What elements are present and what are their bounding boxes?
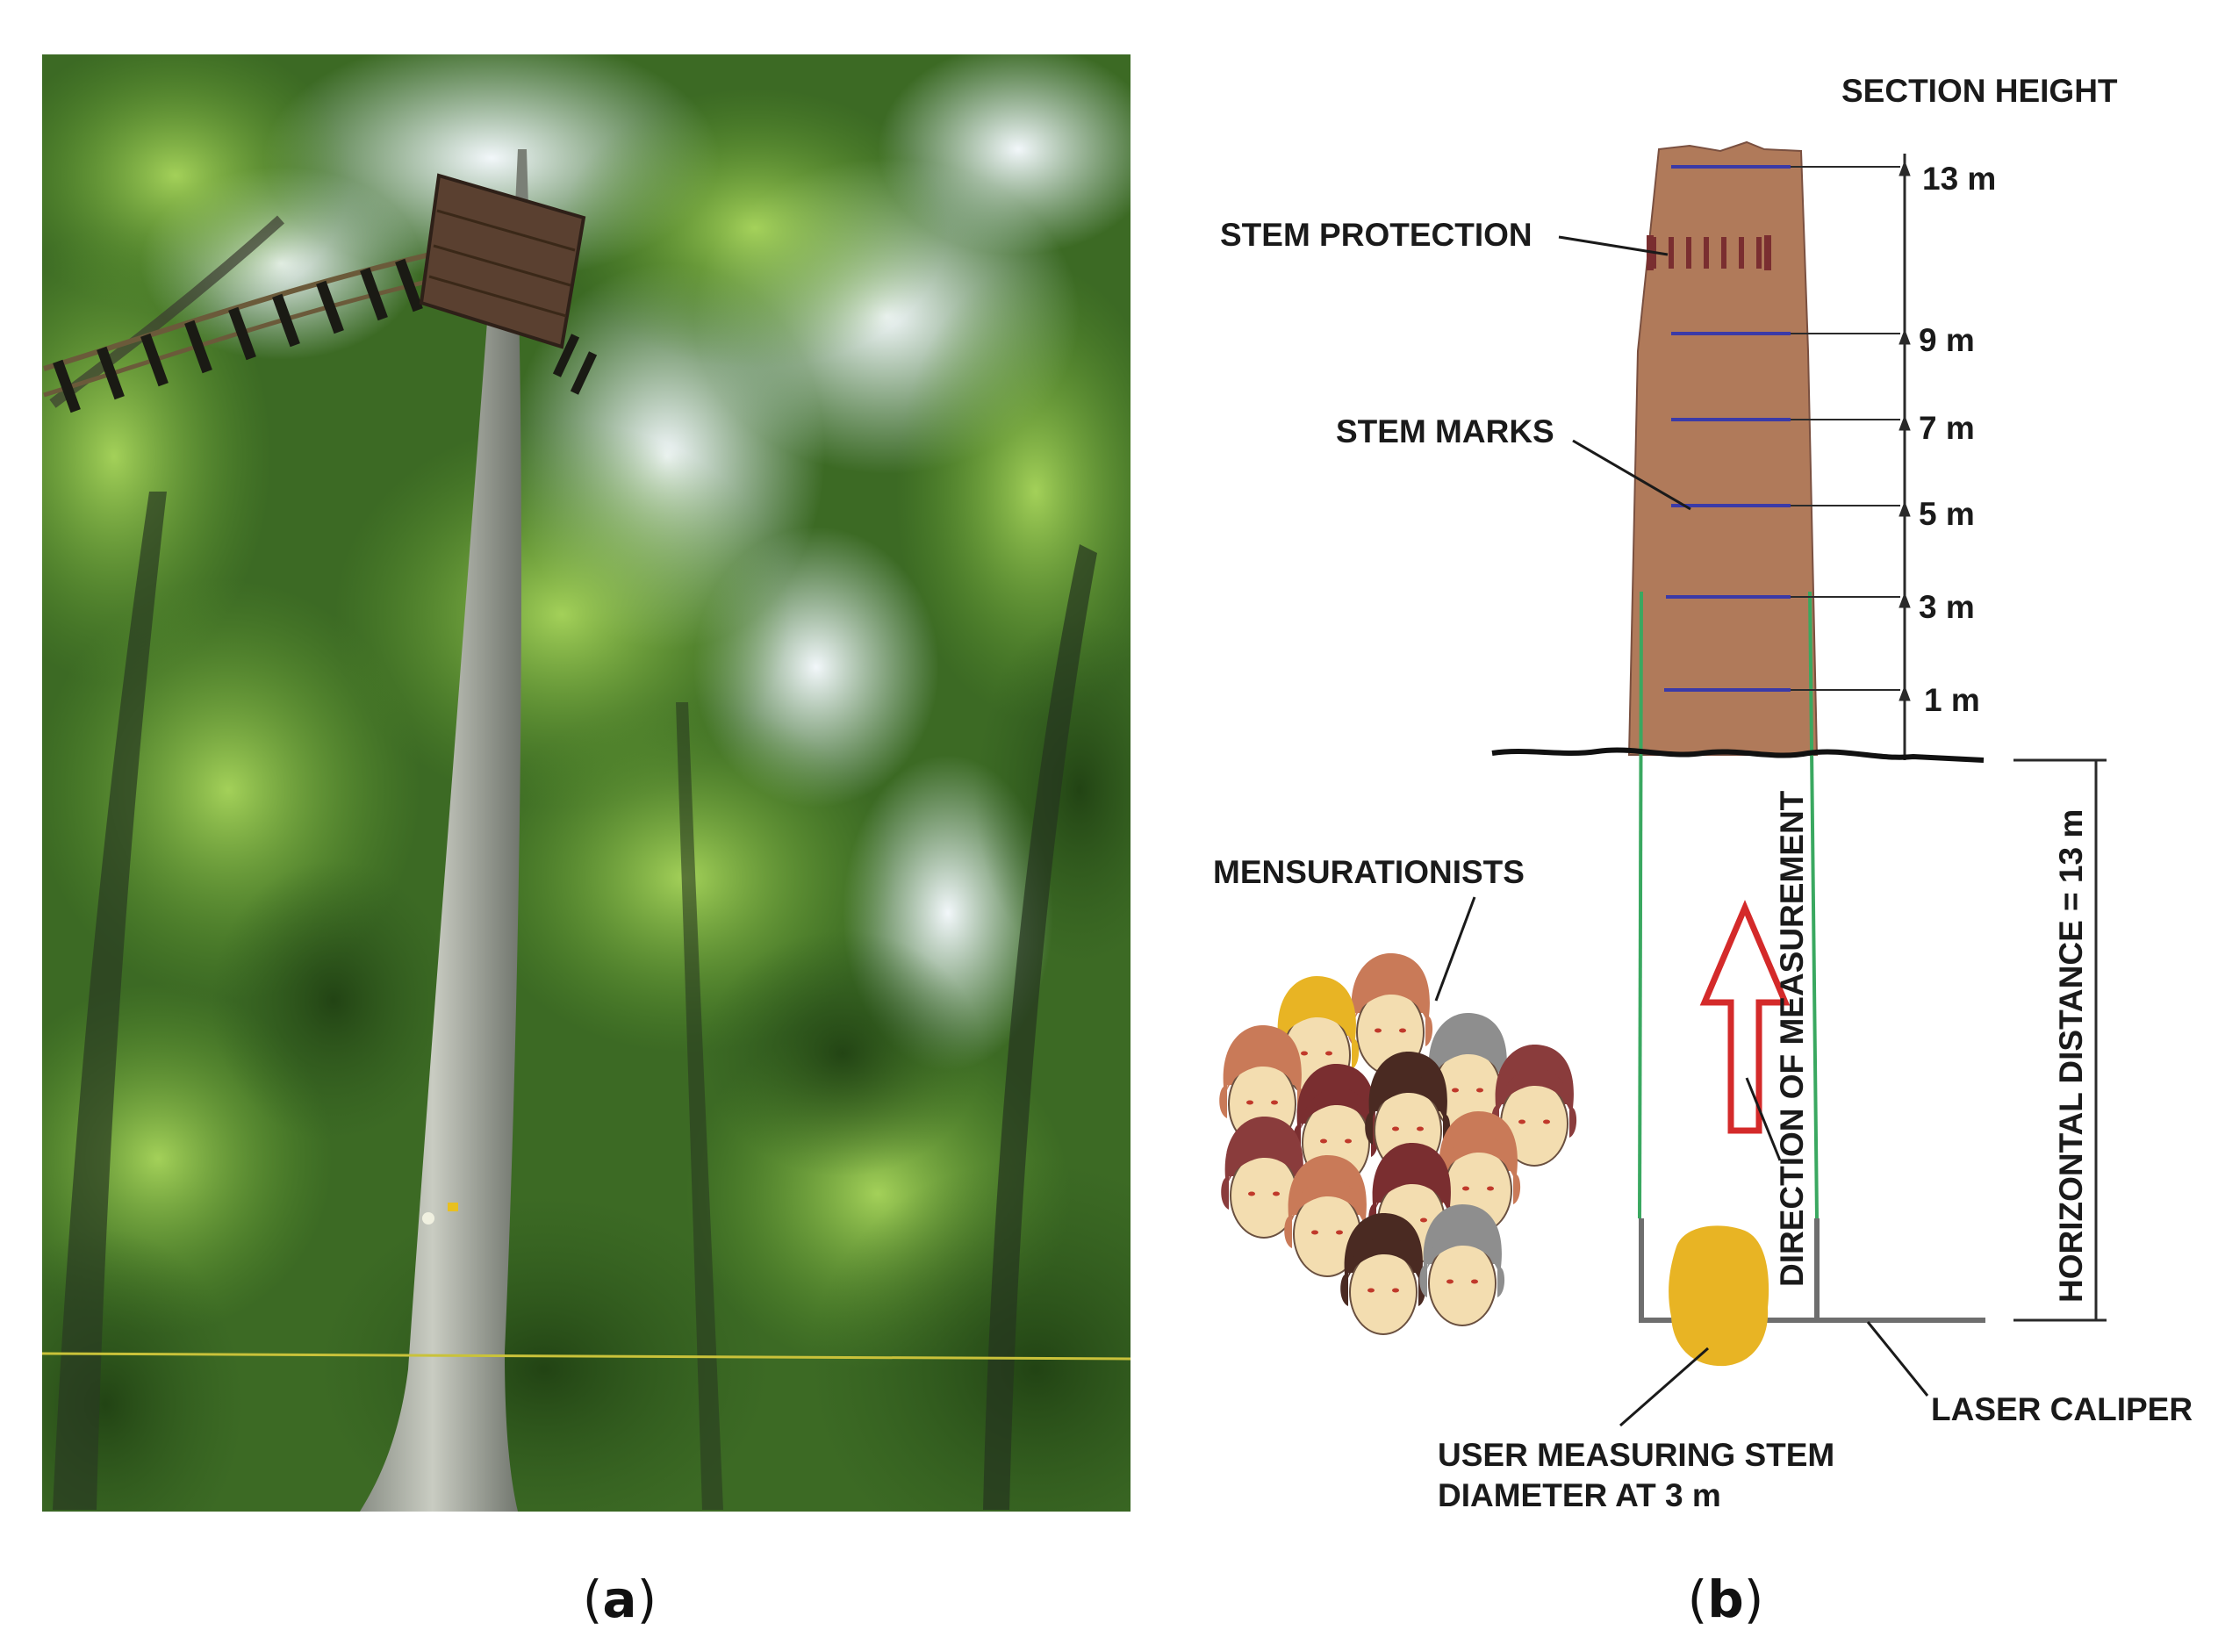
height-axis <box>1899 154 1911 760</box>
panel-b-label: (b) <box>1688 1569 1764 1629</box>
person-face-icon <box>1418 1203 1506 1326</box>
horizontal-distance-label: HORIZONTAL DISTANCE = 13 m <box>2053 809 2089 1303</box>
mensurationists-group <box>1218 952 1578 1335</box>
stem-protection-band <box>1647 235 1771 270</box>
up-arrow-icon <box>1699 900 1791 1134</box>
height-label-7m: 7 m <box>1919 410 1975 446</box>
laser-caliper-label: LASER CALIPER <box>1931 1391 2193 1427</box>
height-label-1m: 1 m <box>1924 682 1980 718</box>
stem-protection-label: STEM PROTECTION <box>1220 217 1533 253</box>
height-label-3m: 3 m <box>1919 589 1975 625</box>
laser-caliper <box>1639 1218 1985 1323</box>
direction-of-measurement-label: DIRECTION OF MEASUREMENT <box>1774 790 1810 1287</box>
person-face-icon <box>1220 1116 1308 1239</box>
horizontal-distance-dimension <box>2013 758 2107 1322</box>
height-label-5m: 5 m <box>1919 496 1975 532</box>
section-height-title: SECTION HEIGHT <box>1841 73 2118 109</box>
user-figure <box>1669 1225 1769 1367</box>
ground-line <box>1491 747 1985 763</box>
stem-marks <box>1664 165 1900 692</box>
height-label-13m: 13 m <box>1922 161 1996 197</box>
tree-trunk <box>1627 140 1819 756</box>
left-sight-line <box>1638 591 1643 1219</box>
stem-marks-label: STEM MARKS <box>1336 413 1554 449</box>
measurement-diagram: SECTION HEIGHT <box>1213 73 2193 1513</box>
mensurationists-label: MENSURATIONISTS <box>1213 854 1525 890</box>
height-label-9m: 9 m <box>1919 322 1975 358</box>
panel-a-label: (a) <box>583 1569 657 1629</box>
person-face-icon <box>1339 1212 1427 1335</box>
right-sight-line <box>1808 591 1819 1219</box>
user-measuring-label-line1: USER MEASURING STEM <box>1438 1437 1834 1473</box>
forest-photo <box>42 54 1131 1512</box>
user-measuring-label-line2: DIAMETER AT 3 m <box>1438 1477 1721 1513</box>
